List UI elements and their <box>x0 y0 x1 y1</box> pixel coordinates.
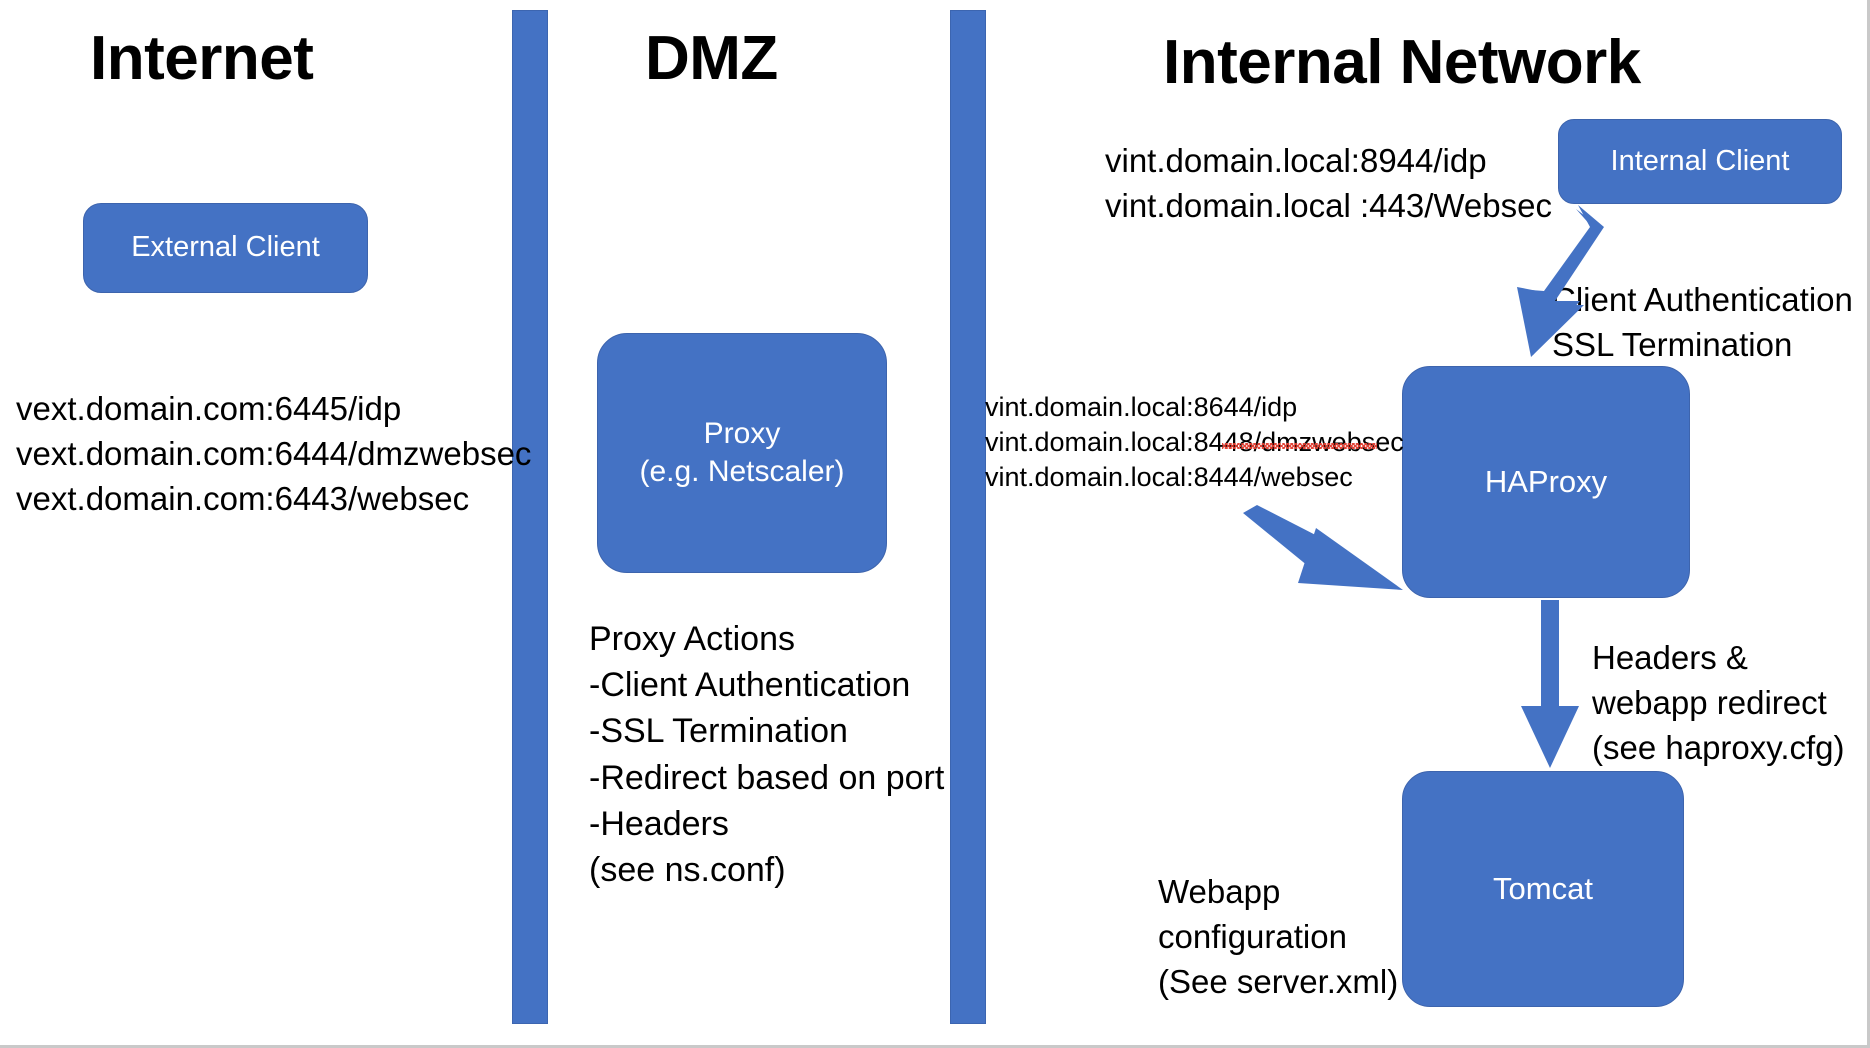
divider-internet-dmz <box>512 10 548 1024</box>
node-internal-client[interactable]: Internal Client <box>1558 119 1842 204</box>
spellcheck-squiggle-dmzwebsec <box>1222 443 1377 449</box>
zone-title-internal-network: Internal Network <box>1163 28 1641 97</box>
zone-title-internet: Internet <box>90 24 314 93</box>
node-external-client[interactable]: External Client <box>83 203 368 293</box>
internal-client-endpoints-text: vint.domain.local:8944/idp vint.domain.l… <box>1105 142 1552 224</box>
divider-dmz-internal <box>950 10 986 1024</box>
headers-redirect-note-text: Headers & webapp redirect (see haproxy.c… <box>1592 639 1845 766</box>
external-endpoints-text: vext.domain.com:6445/idp vext.domain.com… <box>16 390 532 517</box>
webapp-config-note-text: Webapp configuration (See server.xml) <box>1158 873 1399 1000</box>
arrow-haproxy-to-tomcat <box>1515 600 1585 770</box>
proxy-actions-text: Proxy Actions -Client Authentication -SS… <box>589 620 945 890</box>
node-proxy[interactable]: Proxy (e.g. Netscaler) <box>597 333 887 573</box>
node-tomcat[interactable]: Tomcat <box>1402 771 1684 1007</box>
node-haproxy[interactable]: HAProxy <box>1402 366 1690 598</box>
client-auth-note-text: Client Authentication SSL Termination <box>1552 281 1853 363</box>
zone-title-dmz: DMZ <box>645 24 778 93</box>
arrow-internal-client-to-haproxy <box>1498 205 1648 365</box>
arrow-endpoints-to-haproxy <box>1243 505 1413 600</box>
